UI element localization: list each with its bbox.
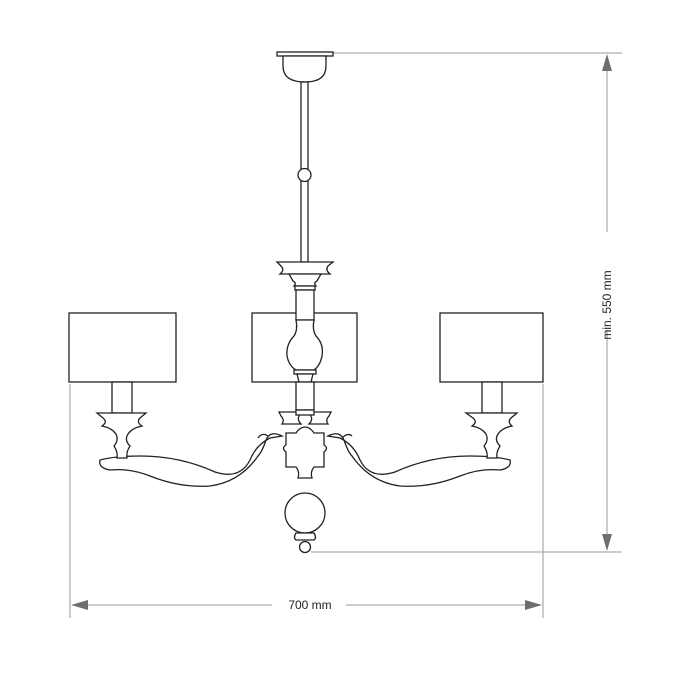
right-candle-cup — [463, 412, 519, 459]
crown — [275, 261, 335, 275]
rod-ball — [297, 167, 312, 183]
center-body — [282, 426, 328, 479]
right-shade — [439, 312, 544, 383]
stem-taper — [296, 373, 314, 383]
canopy-dome — [282, 55, 327, 83]
crown-neck — [287, 273, 323, 287]
finial — [298, 540, 312, 554]
lower-stem — [295, 381, 315, 411]
lower-ball — [284, 492, 326, 534]
width-label: 700 mm — [288, 598, 331, 612]
left-candle-sleeve — [111, 381, 133, 414]
arrow-left-icon — [71, 600, 88, 610]
left-candle-cup — [95, 412, 148, 459]
arm-scrolls — [257, 433, 353, 439]
chandelier — [68, 51, 544, 554]
arrow-down-icon — [602, 534, 612, 551]
height-label: min. 550 mm — [600, 270, 614, 339]
right-arm — [325, 433, 511, 487]
left-shade — [68, 312, 177, 383]
lower-collar — [293, 532, 317, 541]
left-arm — [99, 433, 285, 487]
dimension-lines — [69, 52, 622, 618]
right-candle-sleeve — [481, 381, 503, 414]
center-ring — [295, 409, 315, 416]
upper-stem — [295, 289, 315, 321]
arrow-right-icon — [525, 600, 542, 610]
arrow-up-icon — [602, 54, 612, 71]
